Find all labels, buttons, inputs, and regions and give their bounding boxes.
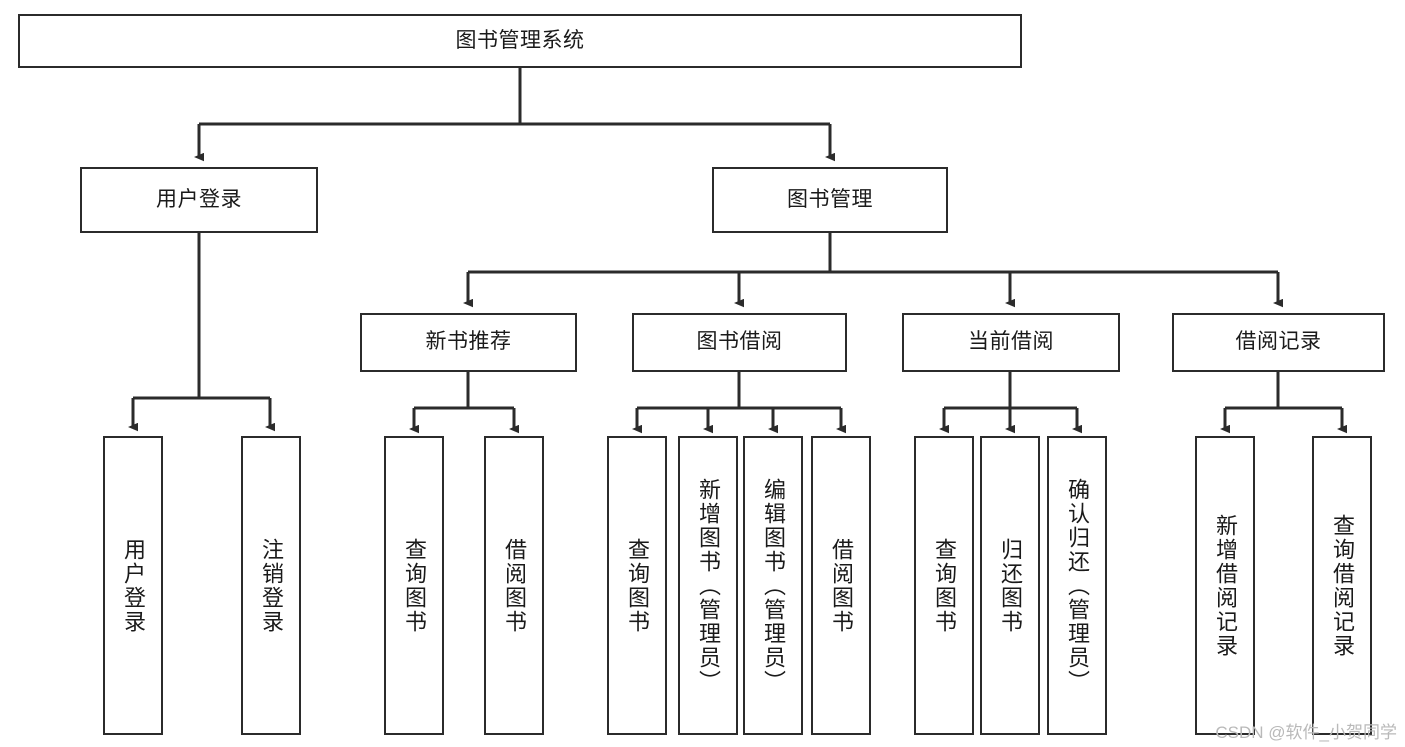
node-new-book-recommend-label: 新书推荐 <box>425 330 512 354</box>
node-leaf-add-borrow-record[interactable]: 新增借阅记录 <box>1195 436 1255 735</box>
node-borrow-record-label: 借阅记录 <box>1235 330 1322 354</box>
node-leaf-logout-login-label: 注销登录 <box>258 537 284 634</box>
node-leaf-query-book-1[interactable]: 查询图书 <box>384 436 444 735</box>
node-leaf-user-login[interactable]: 用户登录 <box>103 436 163 735</box>
node-leaf-logout-login[interactable]: 注销登录 <box>241 436 301 735</box>
node-root[interactable]: 图书管理系统 <box>18 14 1022 68</box>
node-user-login[interactable]: 用户登录 <box>80 167 318 233</box>
node-leaf-query-book-2[interactable]: 查询图书 <box>607 436 667 735</box>
node-leaf-query-book-1-label: 查询图书 <box>401 537 427 634</box>
node-book-borrow-label: 图书借阅 <box>696 330 783 354</box>
node-leaf-return-book[interactable]: 归还图书 <box>980 436 1040 735</box>
node-user-login-label: 用户登录 <box>156 187 242 211</box>
node-leaf-confirm-return-admin[interactable]: 确认归还（管理员） <box>1047 436 1107 735</box>
node-leaf-user-login-label: 用户登录 <box>120 537 146 634</box>
node-current-borrow[interactable]: 当前借阅 <box>902 313 1120 372</box>
node-root-label: 图书管理系统 <box>455 28 585 52</box>
node-leaf-query-borrow-record[interactable]: 查询借阅记录 <box>1312 436 1372 735</box>
node-leaf-confirm-return-admin-label: 确认归还（管理员） <box>1064 477 1090 694</box>
node-leaf-add-borrow-record-label: 新增借阅记录 <box>1212 513 1238 658</box>
node-borrow-record[interactable]: 借阅记录 <box>1172 313 1385 372</box>
node-book-management-label: 图书管理 <box>787 187 873 211</box>
node-leaf-edit-book-admin[interactable]: 编辑图书（管理员） <box>743 436 803 735</box>
node-leaf-add-book-admin[interactable]: 新增图书（管理员） <box>678 436 738 735</box>
node-leaf-borrow-book-1[interactable]: 借阅图书 <box>484 436 544 735</box>
node-book-management[interactable]: 图书管理 <box>712 167 948 233</box>
node-leaf-return-book-label: 归还图书 <box>997 537 1023 634</box>
node-leaf-query-book-3-label: 查询图书 <box>931 537 957 634</box>
node-current-borrow-label: 当前借阅 <box>968 330 1054 354</box>
node-leaf-query-borrow-record-label: 查询借阅记录 <box>1329 513 1355 658</box>
node-leaf-borrow-book-2-label: 借阅图书 <box>828 537 854 634</box>
node-leaf-query-book-3[interactable]: 查询图书 <box>914 436 974 735</box>
node-book-borrow[interactable]: 图书借阅 <box>632 313 847 372</box>
node-leaf-borrow-book-1-label: 借阅图书 <box>501 537 527 634</box>
node-leaf-borrow-book-2[interactable]: 借阅图书 <box>811 436 871 735</box>
node-leaf-add-book-admin-label: 新增图书（管理员） <box>695 477 721 694</box>
node-new-book-recommend[interactable]: 新书推荐 <box>360 313 577 372</box>
node-leaf-edit-book-admin-label: 编辑图书（管理员） <box>760 477 786 694</box>
node-leaf-query-book-2-label: 查询图书 <box>624 537 650 634</box>
